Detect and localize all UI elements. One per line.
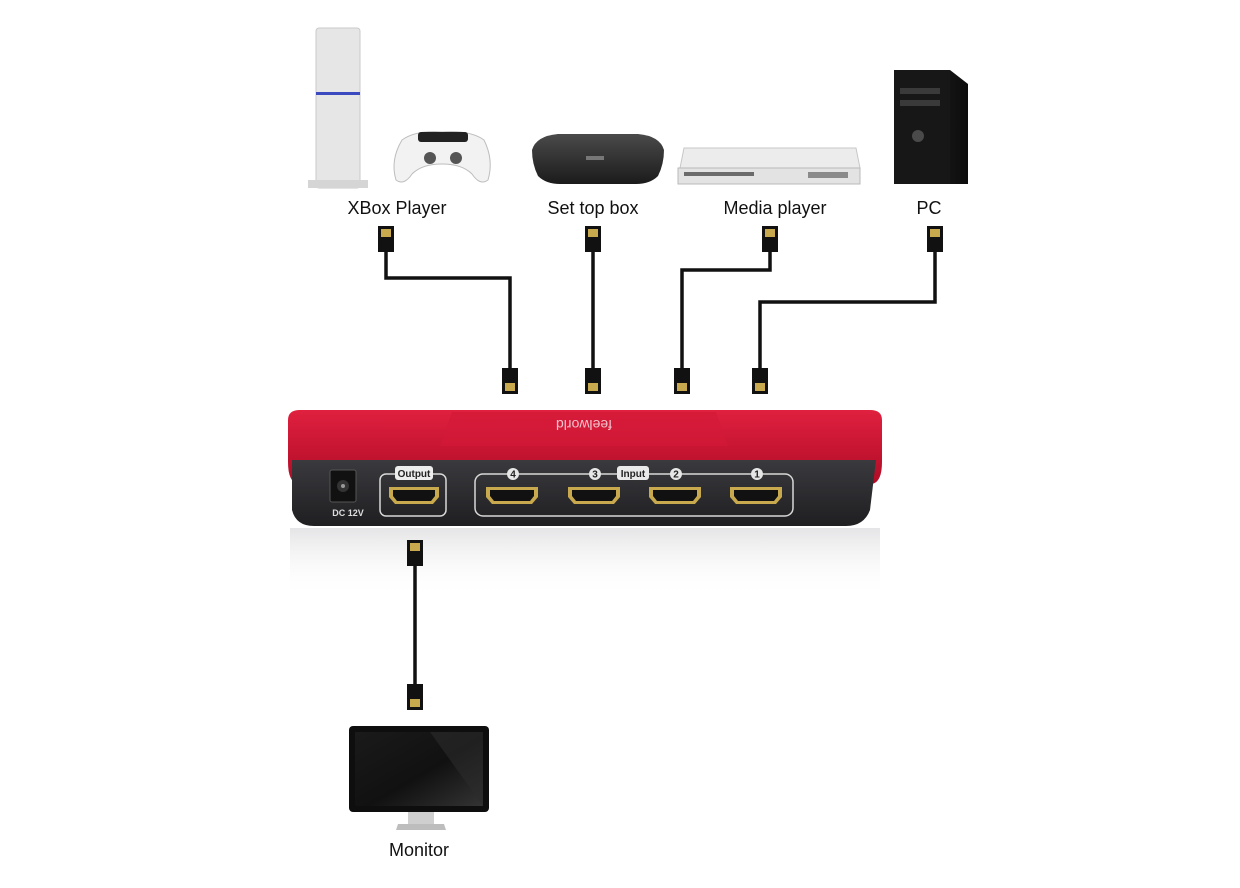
input-label: Input: [621, 469, 646, 480]
port-number-4: 4: [510, 470, 516, 481]
media-player-icon: [677, 147, 861, 185]
port-number-1: 1: [754, 470, 760, 481]
hdmi-plug-icon: [927, 226, 943, 252]
hdmi-plug-icon: [407, 684, 423, 710]
hdmi-input-port-4: [486, 487, 538, 504]
monitor-label: Monitor: [389, 840, 449, 860]
hdmi-plug-icon: [378, 226, 394, 252]
cable-pc: [758, 252, 937, 370]
xbox-player-label: XBox Player: [347, 198, 446, 218]
hdmi-plug-icon: [407, 540, 423, 566]
cable-xbox: [384, 252, 512, 370]
hdmi-input-port-1: [730, 487, 782, 504]
hdmi-plug-icon: [585, 226, 601, 252]
set-top-box-label: Set top box: [547, 198, 638, 218]
monitor-icon: [349, 726, 489, 830]
hdmi-plug-icon: [585, 368, 601, 394]
game-console-icon: [308, 27, 491, 189]
hdmi-plugs-top: [378, 226, 943, 252]
hdmi-plug-icon: [502, 368, 518, 394]
media-player-label: Media player: [723, 198, 826, 218]
set-top-box-icon: [532, 134, 664, 184]
output-cable: [407, 540, 423, 710]
hdmi-plug-icon: [752, 368, 768, 394]
cable-media: [680, 252, 772, 370]
pc-tower-icon: [894, 70, 968, 184]
dc-power-jack: [329, 469, 357, 503]
input-cables: [384, 252, 937, 370]
hdmi-plugs-bottom: [502, 368, 768, 394]
hdmi-plug-icon: [674, 368, 690, 394]
hdmi-plug-icon: [762, 226, 778, 252]
hdmi-input-port-3: [568, 487, 620, 504]
pc-label: PC: [916, 198, 941, 218]
hdmi-switcher: feelworld DC 12V Output Input: [288, 410, 882, 598]
port-number-3: 3: [592, 470, 598, 481]
power-label: DC 12V: [332, 508, 364, 518]
svg-text:feelworld: feelworld: [556, 417, 612, 433]
output-label: Output: [398, 469, 431, 480]
port-number-2: 2: [673, 470, 679, 481]
hdmi-input-port-2: [649, 487, 701, 504]
hdmi-output-port: [389, 487, 439, 504]
